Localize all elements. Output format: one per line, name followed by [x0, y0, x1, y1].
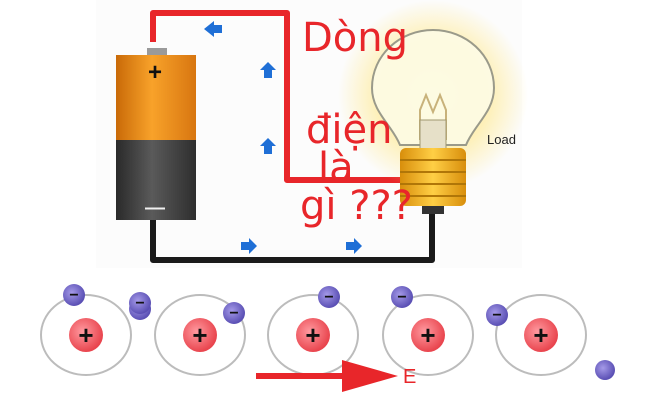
battery-negative-sign: —: [145, 197, 165, 219]
arrow-right-icon: [346, 238, 362, 254]
atoms-row: +−−+−−+−+−+−: [40, 284, 615, 380]
electron-sign: −: [397, 289, 406, 306]
battery-top: [116, 55, 196, 140]
electron-sign: −: [69, 287, 78, 304]
light-bulb: [338, 0, 528, 214]
title-line-3: là: [318, 145, 354, 191]
title-line-4: gì ???: [300, 183, 413, 229]
nucleus: [411, 318, 445, 352]
nucleus-sign: +: [192, 320, 207, 350]
atom: +−: [486, 294, 587, 376]
electron-sign: −: [324, 289, 333, 306]
load-label: Load: [487, 132, 516, 147]
electron-sign: −: [229, 305, 238, 322]
bulb-stem: [419, 119, 447, 151]
black-wire: [150, 210, 435, 263]
atom: +−: [267, 286, 359, 376]
electron: [595, 360, 615, 380]
nucleus-sign: +: [305, 320, 320, 350]
bulb-contact: [422, 206, 444, 214]
current-arrows: [204, 21, 362, 254]
electron: [63, 284, 85, 306]
bulb-filament: [419, 92, 447, 140]
electron: [223, 302, 245, 324]
nucleus: [524, 318, 558, 352]
electron: [391, 286, 413, 308]
atom: + − −: [129, 292, 246, 376]
battery-positive-sign: +: [148, 59, 162, 86]
field-arrow-head-icon: [342, 360, 398, 392]
battery: + —: [116, 48, 196, 220]
electron-sign: −: [492, 307, 501, 324]
title-line-1: Dòng: [302, 15, 409, 61]
nucleus-sign: +: [78, 320, 93, 350]
battery-terminal: [147, 48, 167, 56]
field-arrow: [256, 360, 398, 392]
nucleus: [69, 318, 103, 352]
arrow-up-icon: [260, 62, 276, 78]
arrow-right-icon: [241, 238, 257, 254]
electron: [318, 286, 340, 308]
nucleus-sign: +: [533, 320, 548, 350]
electron: [486, 304, 508, 326]
electron-sign: −: [135, 295, 144, 312]
bulb-base: [400, 148, 466, 206]
arrow-up-icon: [260, 138, 276, 154]
title-line-2: điện: [306, 107, 393, 153]
nucleus: [296, 318, 330, 352]
electron: [129, 292, 151, 314]
atom: +−: [382, 286, 474, 376]
red-wire: [150, 10, 400, 183]
field-label: E: [403, 366, 417, 388]
nucleus-sign: +: [420, 320, 435, 350]
nucleus: [183, 318, 217, 352]
arrow-left-icon: [204, 21, 222, 37]
battery-bottom: [116, 140, 196, 220]
